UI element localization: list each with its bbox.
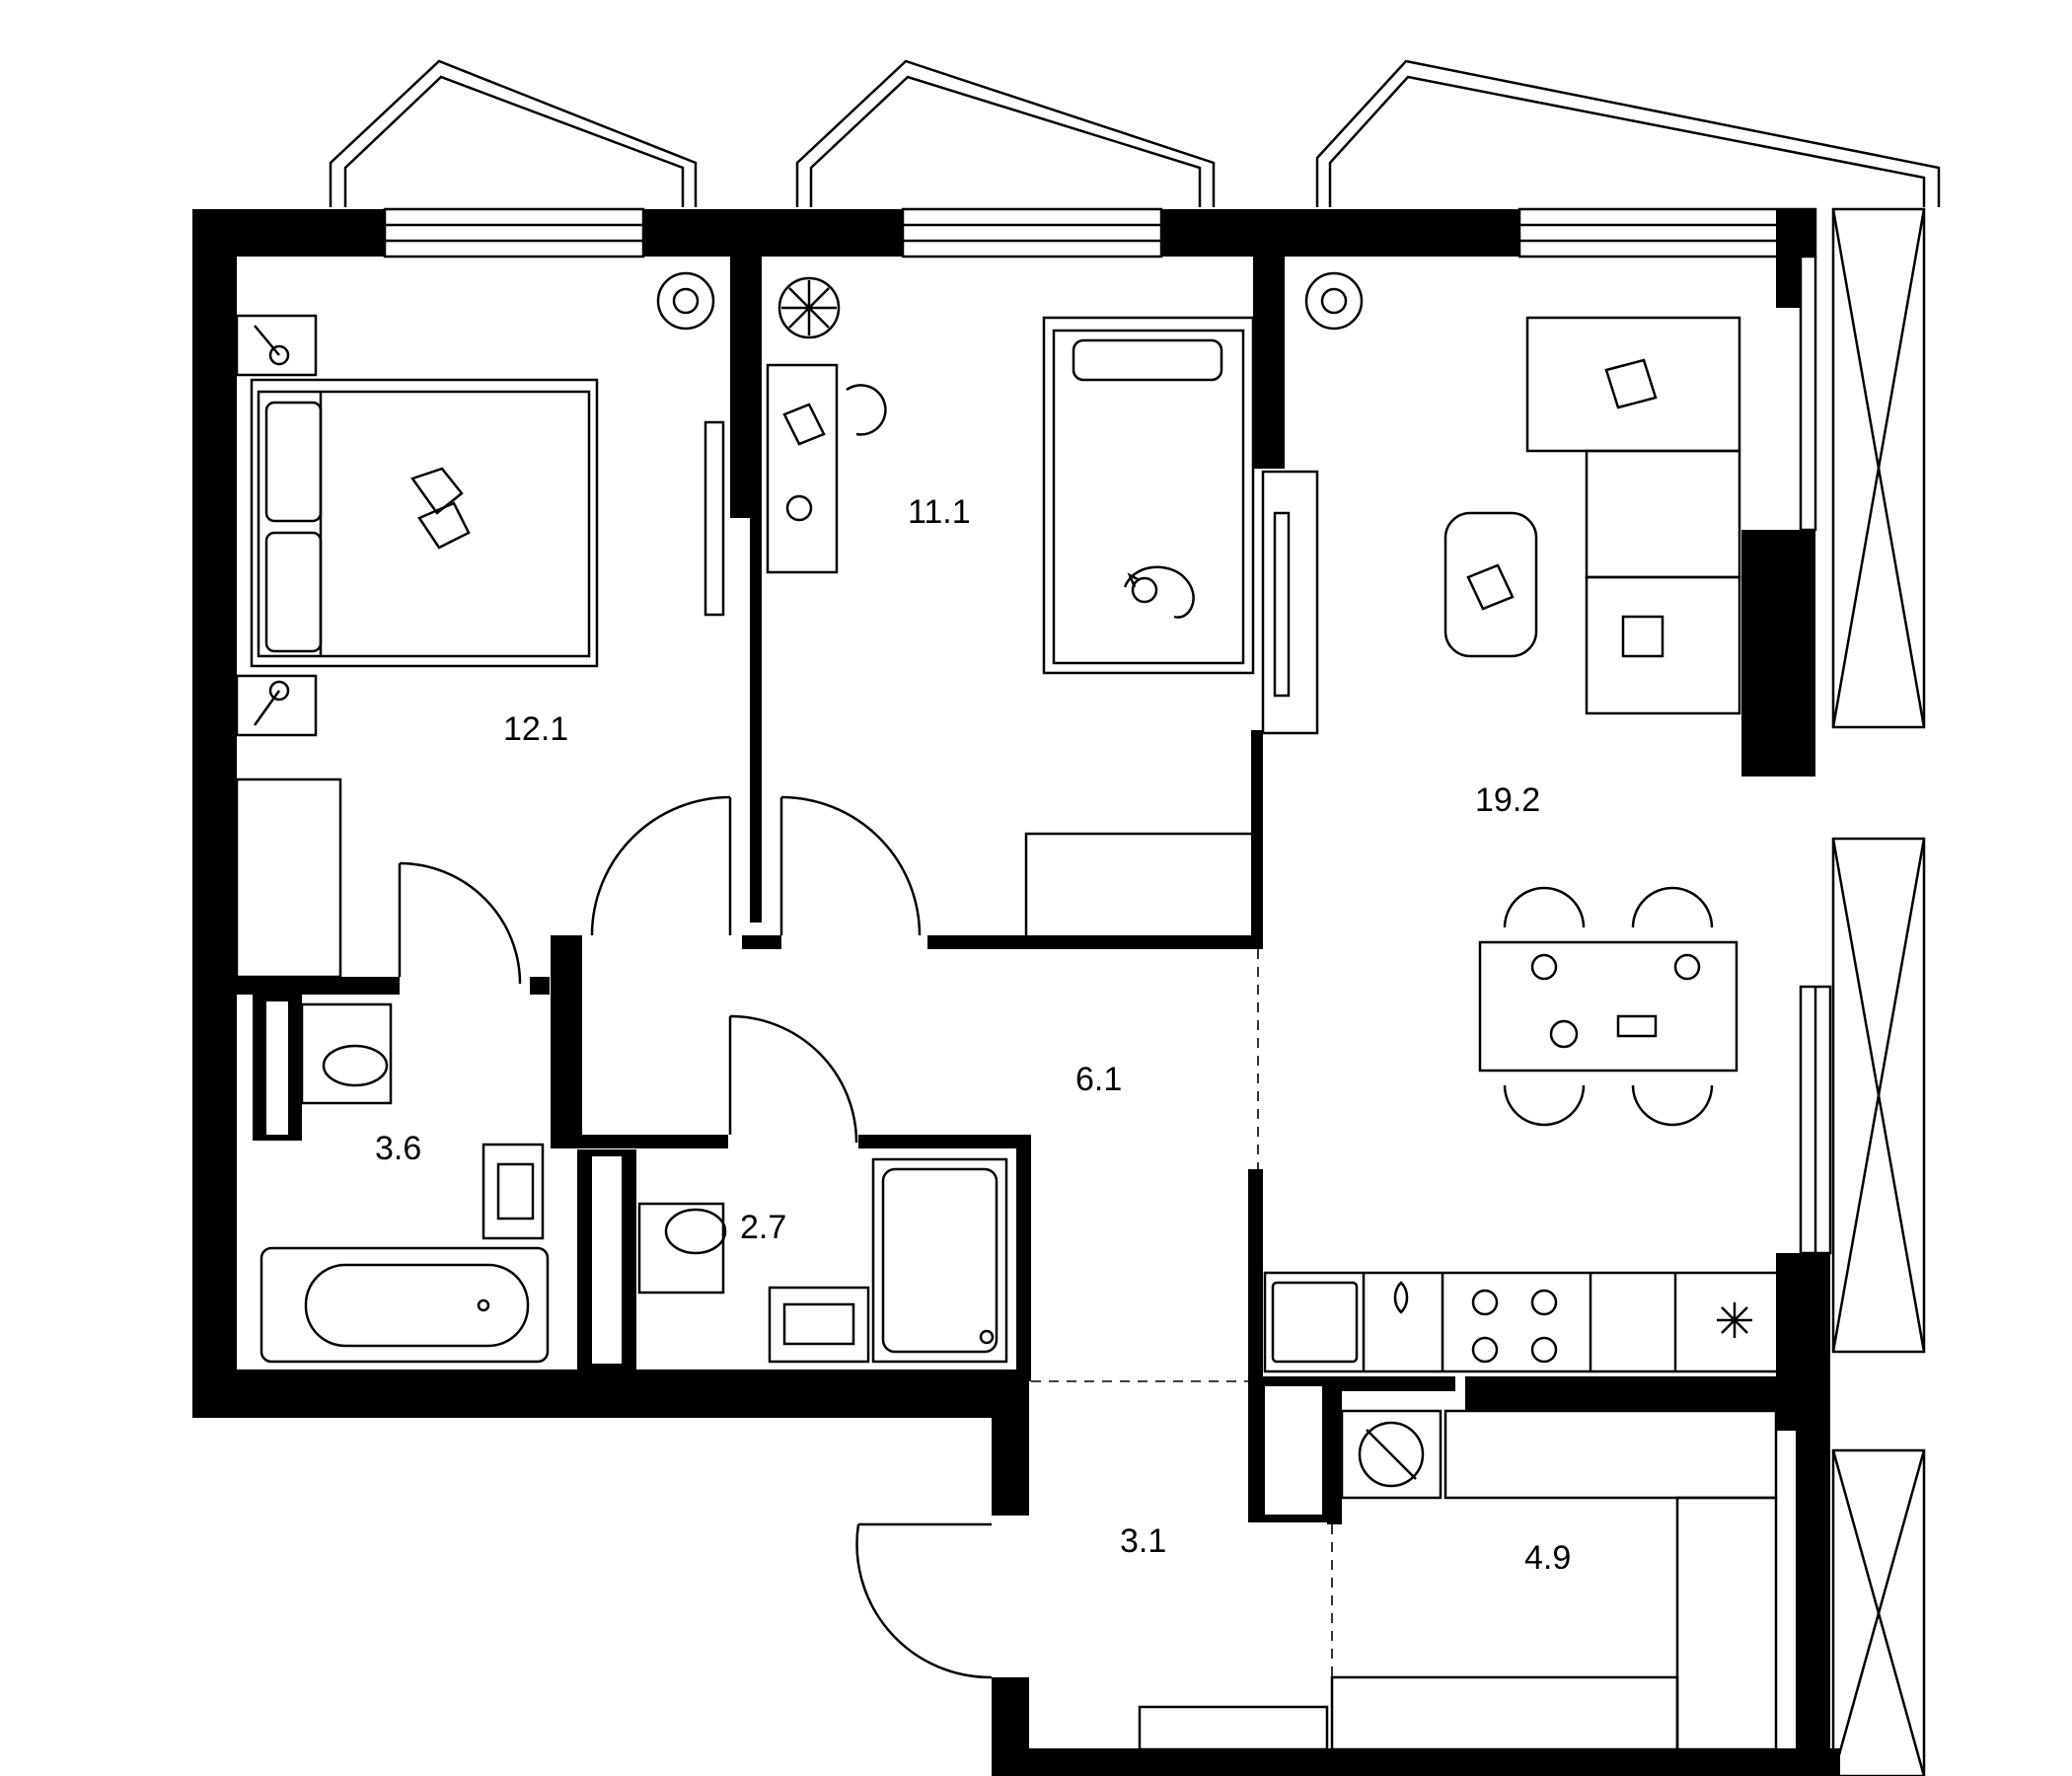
- stove-icon: [1471, 1289, 1558, 1364]
- plant-icon: [1304, 271, 1364, 331]
- bay-windows: [329, 59, 1941, 207]
- kitchen-counter: [1263, 1271, 1780, 1373]
- dresser-icon: [1024, 832, 1255, 939]
- room-labels: 12.1 11.1 19.2 3.6 2.7 6.1 3.1 4.9: [375, 493, 1571, 1577]
- storage-shelves: [1138, 1409, 1778, 1751]
- doors: [398, 795, 993, 1679]
- storage-area: 4.9: [1524, 1539, 1571, 1577]
- balcony-right: [1831, 207, 1926, 1776]
- wardrobe-icon: [235, 420, 725, 979]
- living-kitchen-area: 19.2: [1475, 781, 1540, 819]
- shower-icon: [871, 1157, 1008, 1364]
- sink-icon: [768, 1286, 870, 1364]
- toilet-icon: [637, 1202, 727, 1295]
- water-heater-icon: [1340, 1409, 1443, 1500]
- bedroom-area: 12.1: [503, 710, 568, 748]
- toilet-icon: [300, 1002, 393, 1105]
- bathroom-area: 3.6: [375, 1130, 421, 1167]
- sink-icon: [1393, 1281, 1409, 1314]
- nightstand-icon: [235, 314, 318, 737]
- tv-icon: [1261, 470, 1319, 735]
- entrance-area: 3.1: [1120, 1522, 1166, 1560]
- cat-icon: [1123, 565, 1195, 619]
- walls: [192, 209, 1840, 1776]
- bathtub-icon: [259, 1246, 550, 1364]
- sofa-icon: [1525, 316, 1741, 715]
- hallway-area: 6.1: [1075, 1061, 1122, 1098]
- fridge-icon: [1717, 1302, 1752, 1338]
- kids-room-area: 11.1: [908, 493, 971, 531]
- windows-top: [383, 207, 1817, 259]
- sink-icon: [481, 1143, 545, 1240]
- desk-icon: [766, 363, 887, 574]
- bed-icon: [250, 378, 599, 668]
- toilet-area: 2.7: [740, 1209, 786, 1246]
- wall-cutouts: [266, 1001, 1322, 1515]
- plant-icon: [656, 271, 715, 331]
- dining-table-icon: [1478, 886, 1739, 1127]
- coffee-table-icon: [1443, 511, 1538, 658]
- plant-icon: [777, 276, 841, 339]
- windows-right: [1799, 255, 1832, 1255]
- bed-icon: [1042, 316, 1255, 675]
